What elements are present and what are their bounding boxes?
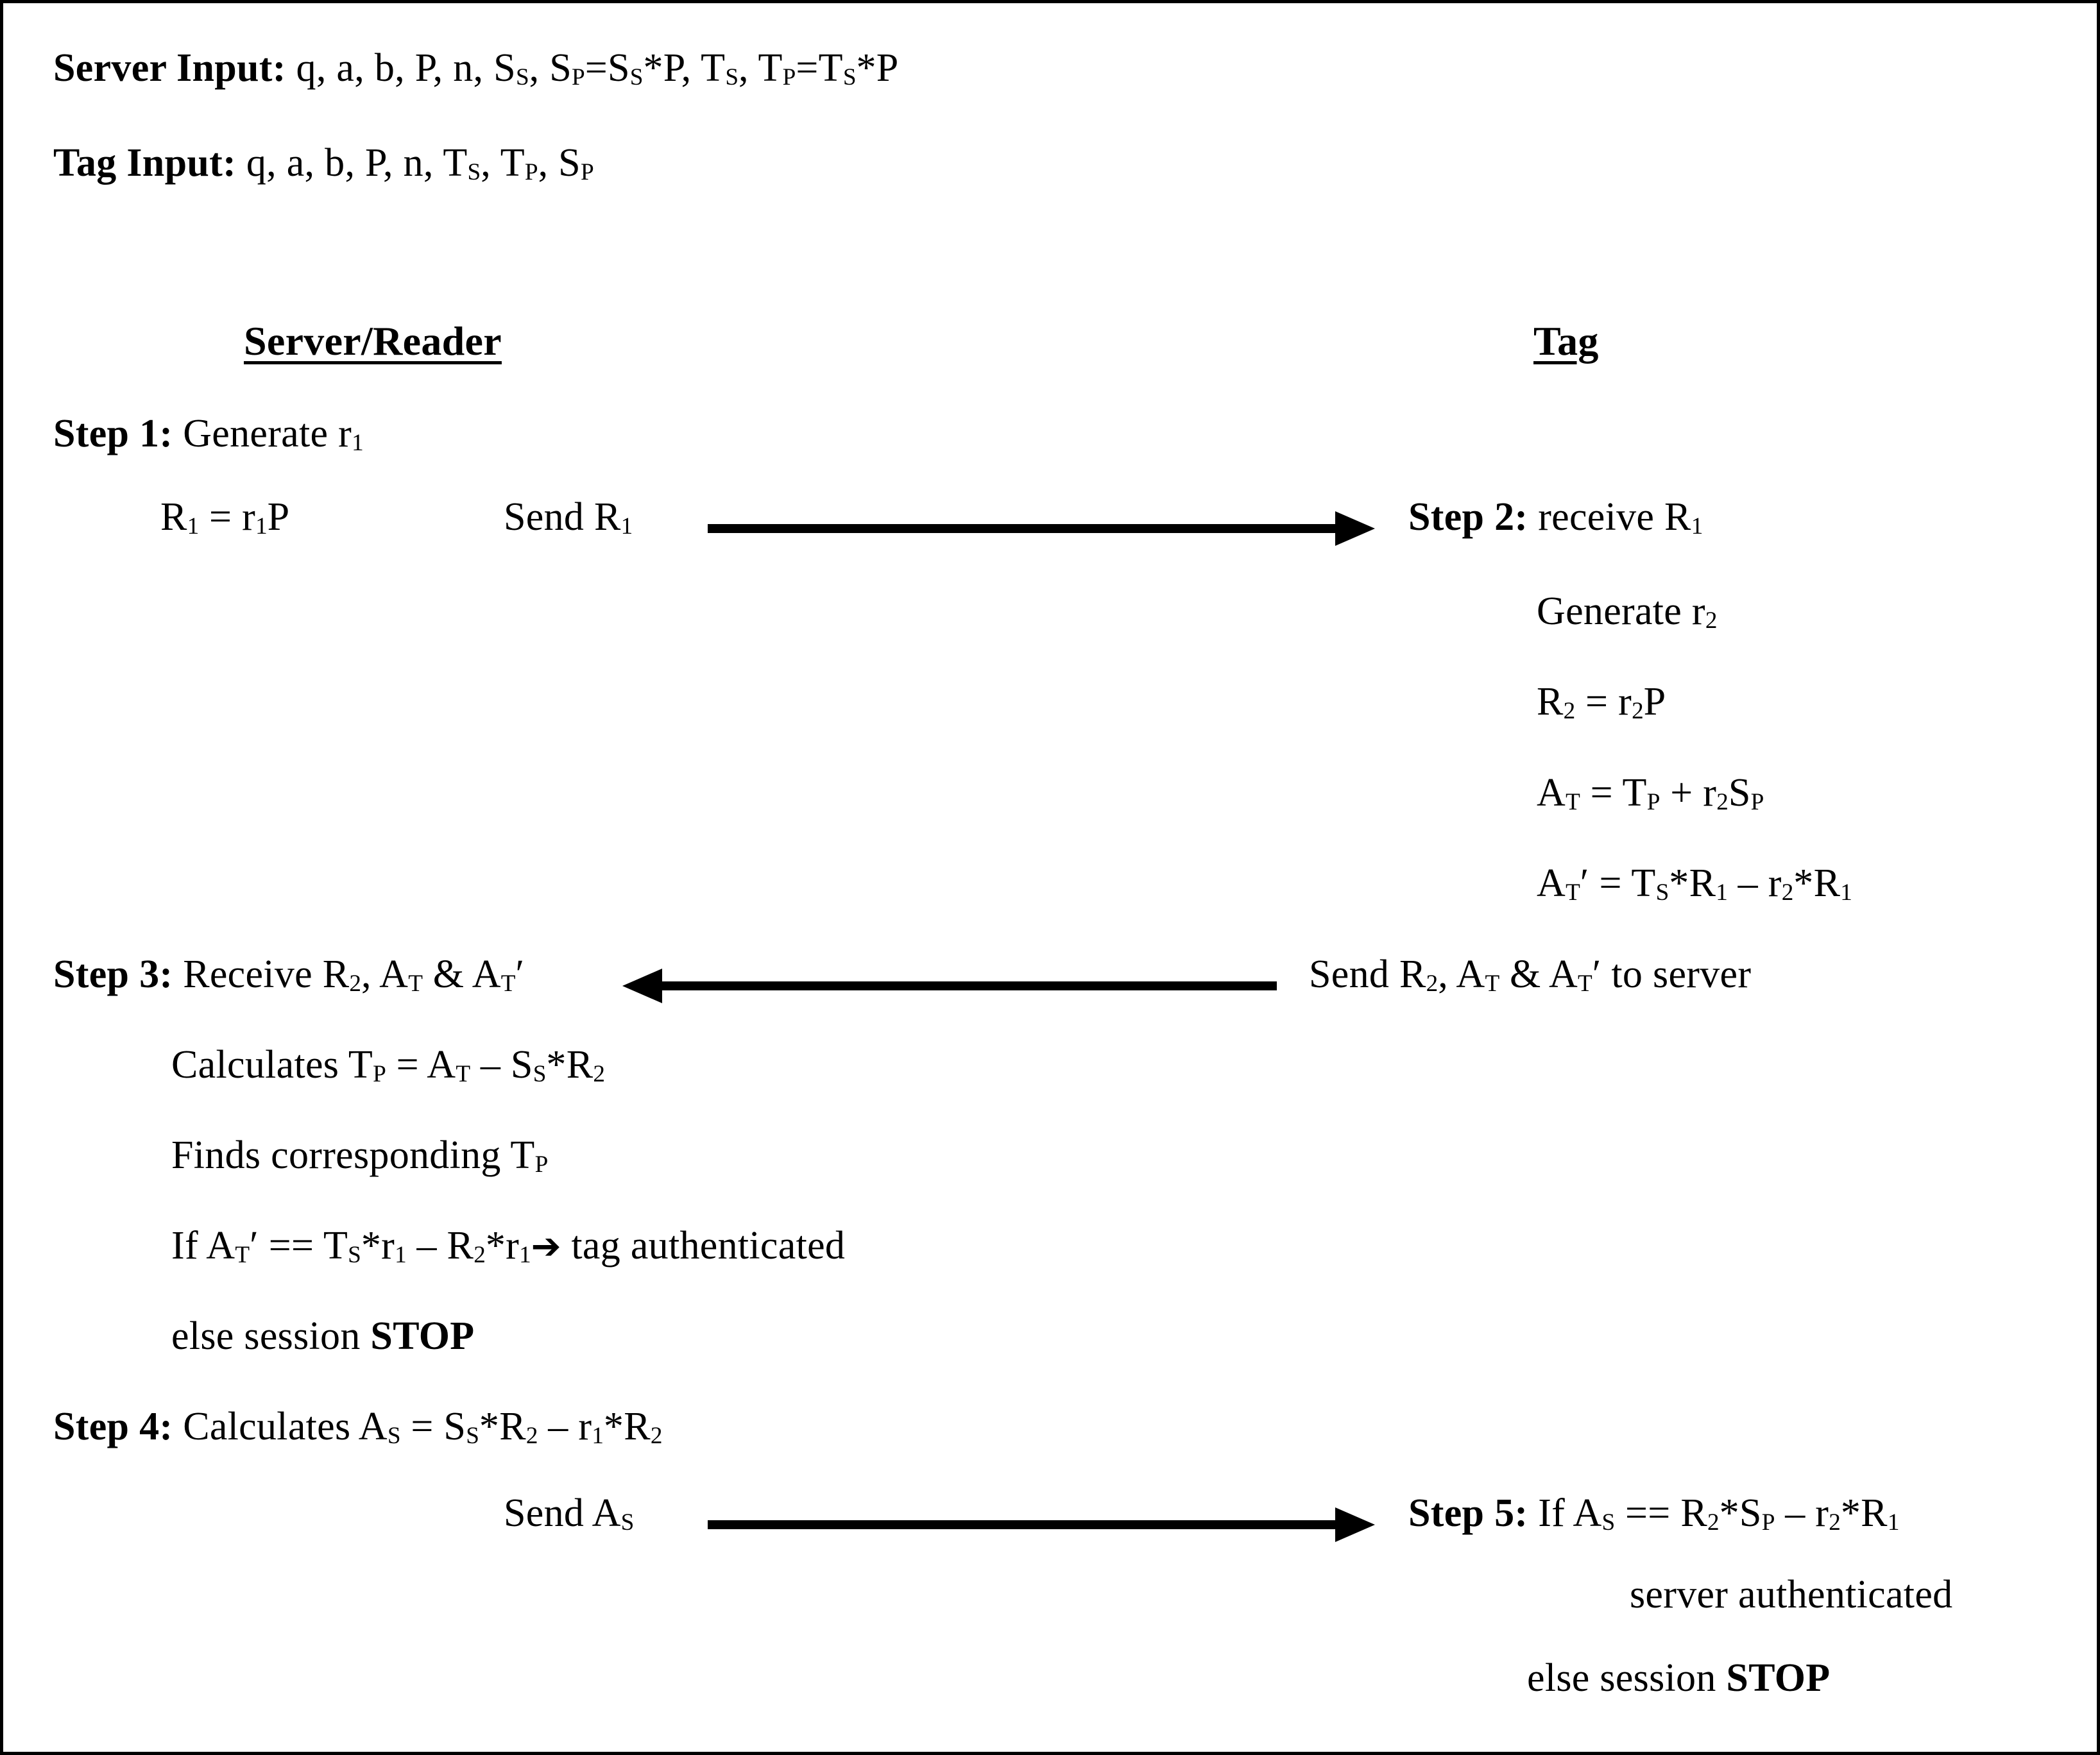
tag-input-params: q, a, b, P, n, TS, TP, SP bbox=[246, 141, 594, 185]
step-2-label: Step 2: bbox=[1408, 495, 1528, 539]
tag-at-equation: AT = TP + r2SP bbox=[1537, 771, 1764, 815]
arrow-head-right-icon bbox=[1335, 1507, 1375, 1542]
tag-at-prime-equation: AT′ = TS*R1 – r2*R1 bbox=[1537, 861, 1852, 906]
column-header-tag: Tag bbox=[1533, 318, 1599, 364]
arrow-shaft bbox=[708, 1520, 1338, 1529]
r1-equation: R1 = r1P bbox=[160, 495, 290, 539]
step-2-text: receive R1 bbox=[1538, 495, 1703, 539]
send-as-label: Send AS bbox=[504, 1491, 635, 1536]
arrow-shaft bbox=[660, 981, 1277, 990]
server-input-params: q, a, b, P, n, SS, SP=SS*P, TS, TP=TS*P bbox=[296, 46, 899, 90]
server-else-stop-text: else session bbox=[171, 1314, 371, 1358]
step-3-label: Step 3: bbox=[53, 953, 173, 996]
step-5-text: If AS == R2*SP – r2*R1 bbox=[1538, 1491, 1900, 1536]
server-calculates-tp: Calculates TP = AT – SS*R2 bbox=[171, 1043, 605, 1087]
tag-else-stop-text: else session bbox=[1527, 1656, 1727, 1700]
tag-r2-equation: R2 = r2P bbox=[1537, 680, 1666, 724]
diagram-canvas: Server Input: q, a, b, P, n, SS, SP=SS*P… bbox=[3, 3, 2097, 1752]
right-arrow-icon: ➔ bbox=[531, 1226, 561, 1268]
server-if-at-prime: If AT′ == TS*r1 – R2*r1➔ tag authenticat… bbox=[171, 1224, 846, 1268]
step-4-line: Step 4: Calculates AS = SS*R2 – r1*R2 bbox=[53, 1405, 663, 1449]
tag-else-stop: else session STOP bbox=[1527, 1658, 1830, 1698]
server-input-label: Server Input: bbox=[53, 46, 286, 90]
step-1-label: Step 1: bbox=[53, 412, 173, 455]
send-r2-at-label: Send R2, AT & AT′ to server bbox=[1309, 953, 1752, 997]
server-input-line: Server Input: q, a, b, P, n, SS, SP=SS*P… bbox=[53, 46, 899, 90]
arrow-shaft bbox=[708, 524, 1338, 533]
server-stop-keyword: STOP bbox=[370, 1314, 475, 1358]
step-2-line: Step 2: receive R1 bbox=[1408, 495, 1703, 539]
step-4-label: Step 4: bbox=[53, 1405, 173, 1448]
arrow-head-right-icon bbox=[1335, 511, 1375, 546]
server-finds-tp: Finds corresponding TP bbox=[171, 1133, 549, 1178]
step-5-label: Step 5: bbox=[1408, 1491, 1528, 1535]
tag-generate-r2: Generate r2 bbox=[1537, 589, 1718, 634]
step-3-text: Receive R2, AT & AT′ bbox=[183, 953, 525, 997]
arrow-head-left-icon bbox=[622, 969, 662, 1003]
send-r1-label: Send R1 bbox=[504, 495, 633, 539]
step-1-text: Generate r1 bbox=[183, 412, 364, 456]
tag-server-authenticated: server authenticated bbox=[1630, 1573, 1953, 1616]
tag-stop-keyword: STOP bbox=[1726, 1656, 1831, 1700]
column-header-server-reader: Server/Reader bbox=[244, 318, 502, 364]
step-4-text: Calculates AS = SS*R2 – r1*R2 bbox=[183, 1405, 663, 1449]
tag-input-label: Tag Input: bbox=[53, 141, 237, 185]
server-else-stop: else session STOP bbox=[171, 1316, 474, 1356]
step-5-line: Step 5: If AS == R2*SP – r2*R1 bbox=[1408, 1491, 1900, 1536]
step-1-line: Step 1: Generate r1 bbox=[53, 412, 364, 456]
step-3-line: Step 3: Receive R2, AT & AT′ bbox=[53, 953, 525, 997]
tag-input-line: Tag Input: q, a, b, P, n, TS, TP, SP bbox=[53, 141, 594, 185]
